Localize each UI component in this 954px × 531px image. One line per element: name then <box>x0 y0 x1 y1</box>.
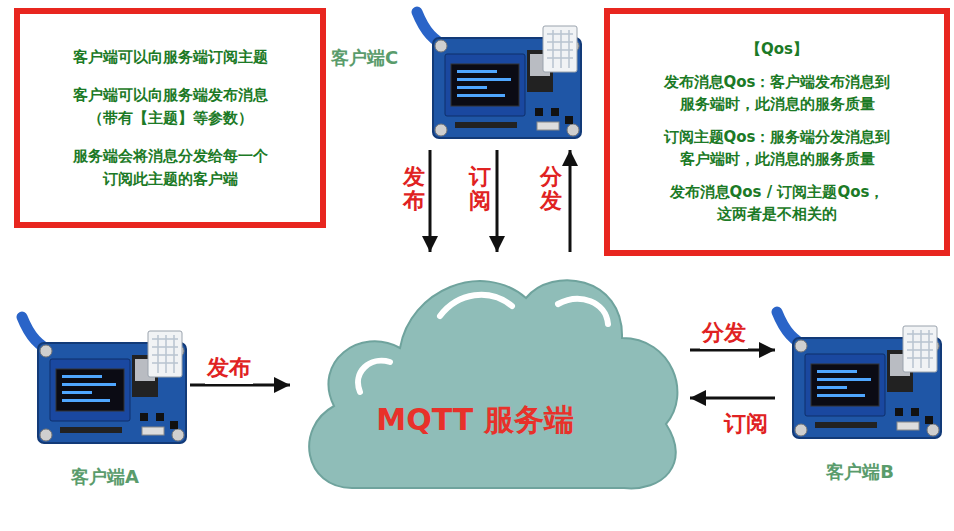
note-text: 【Qos】 <box>746 38 808 61</box>
note-text: 客户端可以向服务端发布消息 （带有【主题】等参数） <box>68 84 272 129</box>
client-label: 客户端C <box>331 46 398 70</box>
flow-arrow <box>496 150 499 252</box>
flow-arrow <box>429 150 432 252</box>
client-device: 客户端C <box>415 10 585 150</box>
cloud-highlight <box>358 295 608 392</box>
flow-arrow <box>690 397 775 400</box>
edge-label: 分发 <box>700 317 748 349</box>
device-illustration <box>777 312 941 438</box>
note-box: 【Qos】发布消息Qos：客户端发布消息到服务端时，此消息的服务质量订阅主题Qo… <box>604 8 950 256</box>
edge-label: 发布 <box>205 352 253 384</box>
cloud-outline <box>309 280 677 488</box>
note-box: 客户端可以向服务端订阅主题客户端可以向服务端发布消息 （带有【主题】等参数） 服务… <box>14 8 326 228</box>
note-text: 客户端可以向服务端订阅主题 <box>73 46 268 69</box>
client-label: 客户端B <box>775 460 945 484</box>
note-body: 【Qos】发布消息Qos：客户端发布消息到服务端时，此消息的服务质量订阅主题Qo… <box>653 28 902 236</box>
note-text: 发布消息Qos / 订阅主题Qos， 这两者是不相关的 <box>661 181 894 226</box>
cloud-shape <box>290 252 690 508</box>
flow-arrow <box>569 150 572 252</box>
client-device: 客户端A <box>20 315 190 455</box>
note-text: 发布消息Qos：客户端发布消息到服务端时，此消息的服务质量 <box>661 71 894 116</box>
edge-label: 发布 <box>403 163 425 215</box>
client-device: 客户端B <box>775 310 945 450</box>
client-label: 客户端A <box>20 465 190 489</box>
device-illustration <box>22 317 186 443</box>
device-illustration <box>417 12 581 138</box>
edge-label: 分发 <box>540 163 562 215</box>
server-label: MQTT 服务端 <box>330 400 620 441</box>
note-text: 订阅主题Qos：服务端分发消息到客户端时，此消息的服务质量 <box>661 126 894 171</box>
edge-label: 订阅 <box>469 163 491 215</box>
server-cloud: MQTT 服务端 <box>290 252 690 508</box>
note-body: 客户端可以向服务端订阅主题客户端可以向服务端发布消息 （带有【主题】等参数） 服务… <box>60 36 280 201</box>
note-text: 服务端会将消息分发给每一个 订阅此主题的客户端 <box>68 145 272 190</box>
edge-label: 订阅 <box>722 408 770 440</box>
